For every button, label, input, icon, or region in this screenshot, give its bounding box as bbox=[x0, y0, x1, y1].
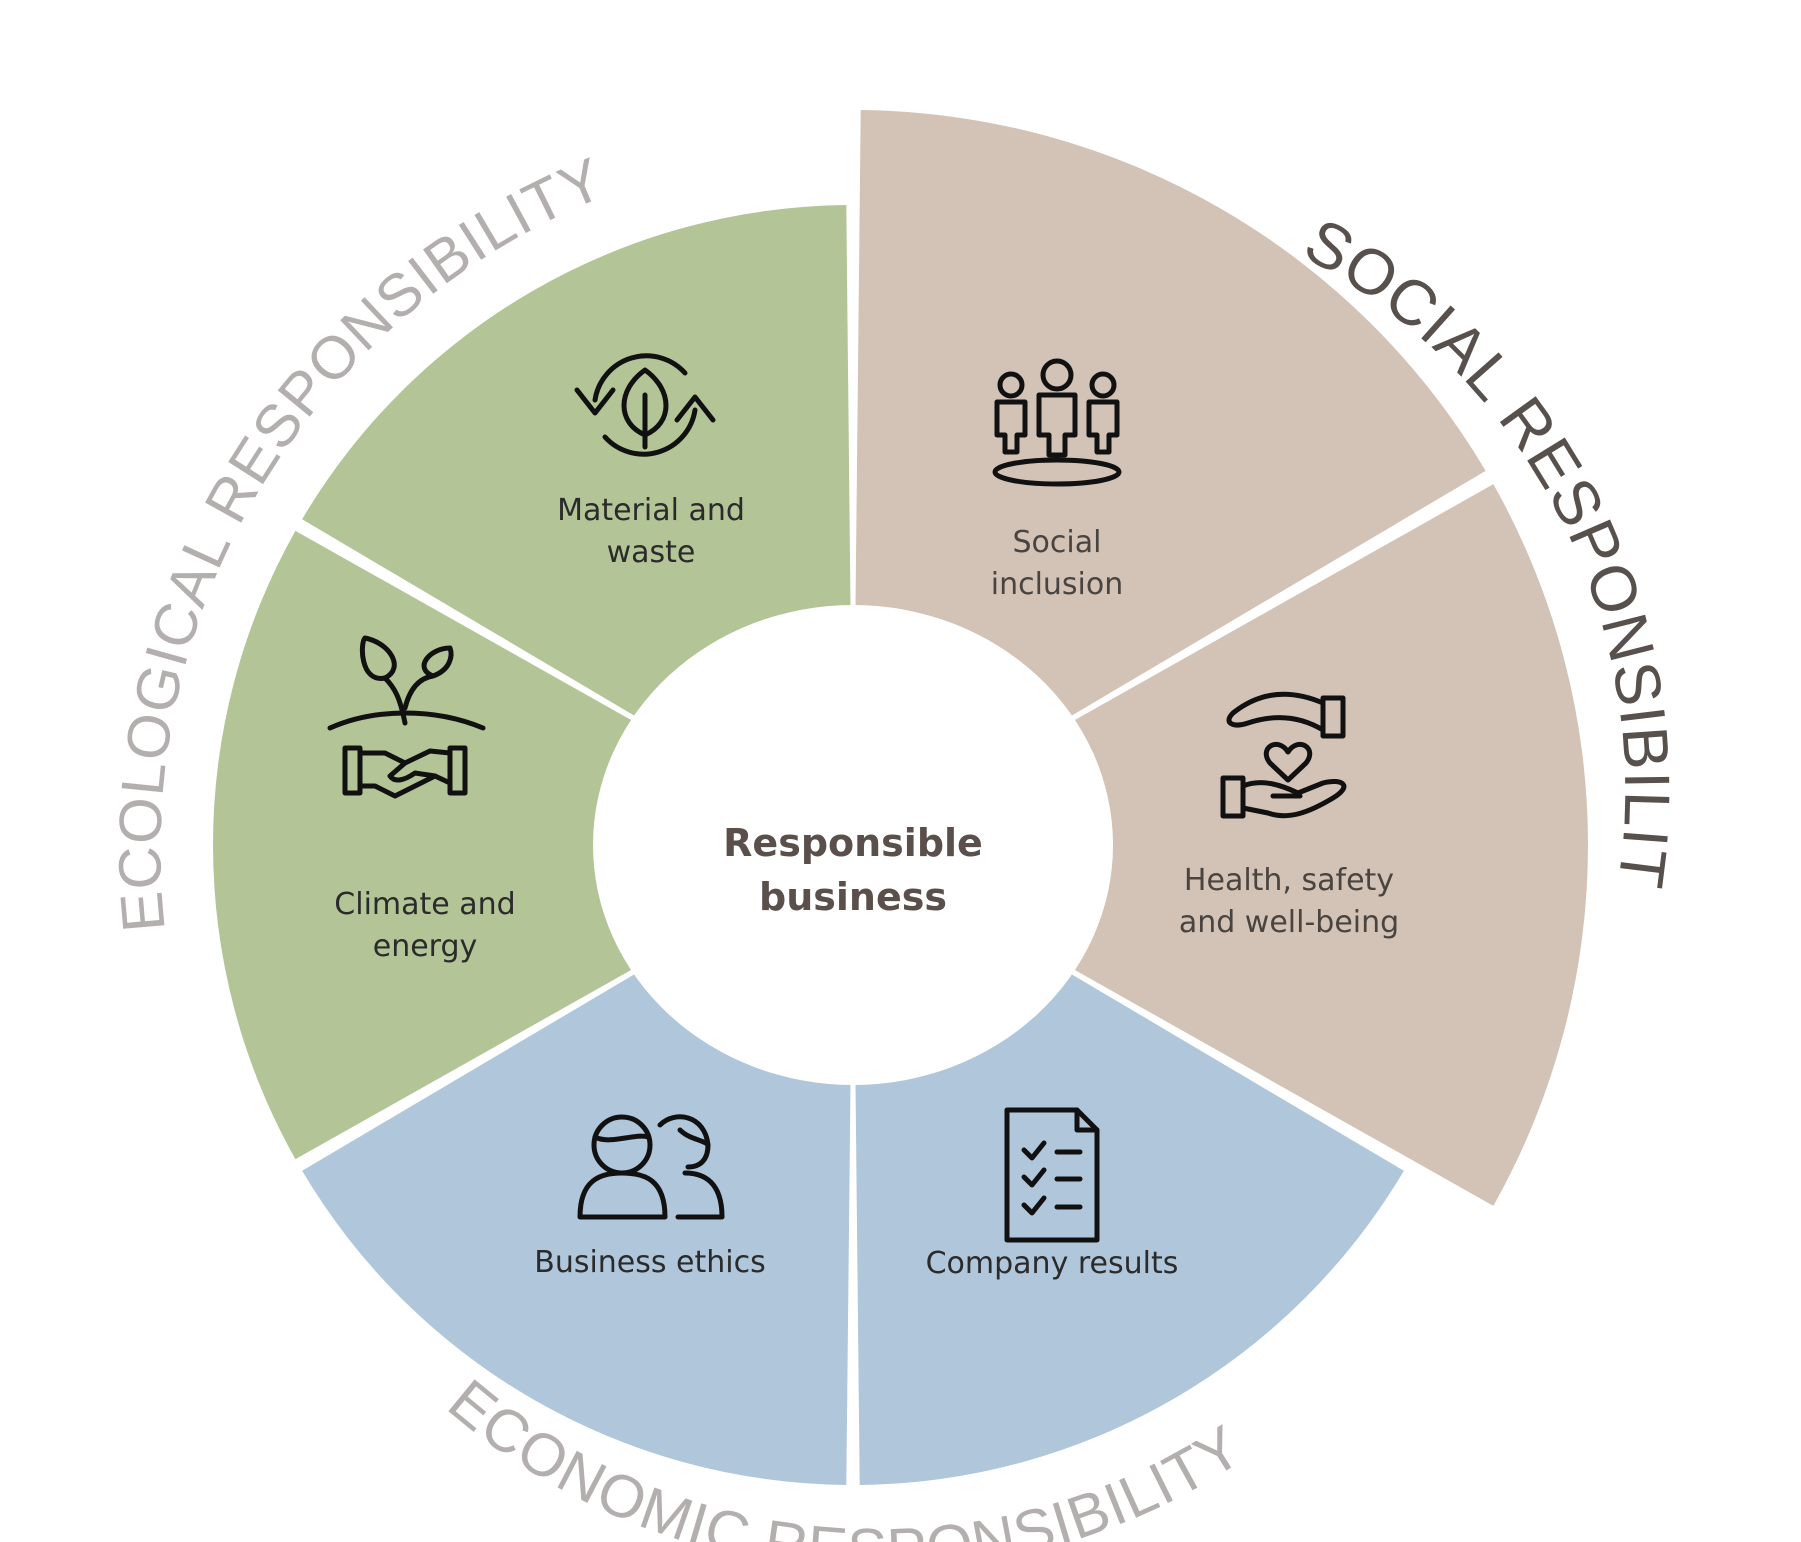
checklist-document-icon bbox=[1004, 1107, 1100, 1243]
caring-hands-heart-icon bbox=[1220, 691, 1347, 819]
group-of-people-icon bbox=[992, 358, 1122, 487]
segment-labels: Material and waste Social inclusion Heal… bbox=[334, 493, 1399, 1281]
wheel-segments bbox=[213, 110, 1588, 1485]
company-results-label: Company results bbox=[926, 1246, 1179, 1281]
climate-energy-label-line-1: Climate and bbox=[334, 887, 515, 922]
social-inclusion-label-line-1: Social bbox=[1013, 525, 1102, 560]
segment-business-ethics bbox=[302, 962, 851, 1485]
business-ethics-label: Business ethics bbox=[534, 1245, 766, 1280]
center-hub: Responsible business bbox=[593, 605, 1113, 1085]
segment-climate-energy bbox=[213, 530, 653, 1160]
segment-health-safety bbox=[1053, 484, 1588, 1206]
social-inclusion-label-line-2: inclusion bbox=[991, 567, 1124, 602]
health-safety-label-line-1: Health, safety bbox=[1184, 863, 1394, 898]
health-safety-label-line-2: and well-being bbox=[1179, 905, 1399, 940]
center-label-line-1: Responsible bbox=[723, 821, 983, 865]
segment-company-results bbox=[855, 962, 1404, 1485]
two-persons-icon bbox=[577, 1114, 725, 1220]
center-label-line-2: business bbox=[759, 875, 947, 919]
segment-social-inclusion bbox=[855, 110, 1486, 728]
segment-material-waste bbox=[302, 205, 851, 728]
recycle-leaf-icon bbox=[574, 353, 716, 457]
plant-handshake-icon bbox=[327, 635, 486, 799]
material-waste-label-line-1: Material and bbox=[557, 493, 745, 528]
center-circle bbox=[593, 605, 1113, 1085]
material-waste-label-line-2: waste bbox=[607, 535, 696, 570]
climate-energy-label-line-2: energy bbox=[373, 929, 478, 964]
